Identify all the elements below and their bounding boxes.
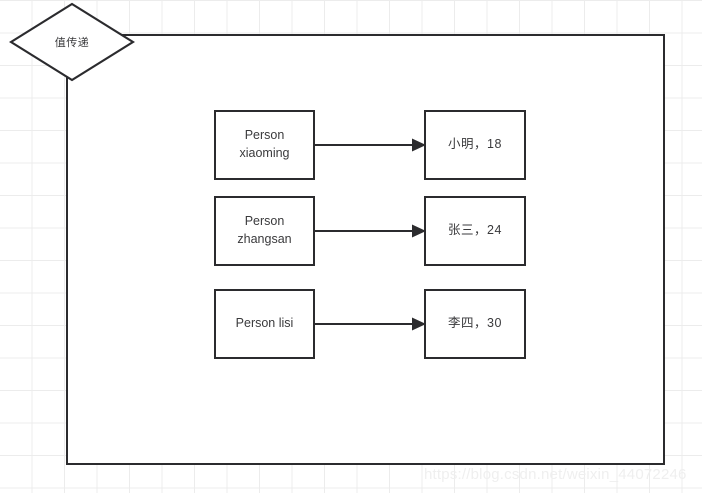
- source-node[interactable]: Person zhangsan: [214, 196, 315, 266]
- main-container: [66, 34, 665, 465]
- watermark-text: https://blog.csdn.net/weixin_44072246: [424, 466, 687, 483]
- target-node[interactable]: 李四，30: [424, 289, 526, 359]
- target-node-line-1: 李四，30: [448, 316, 502, 331]
- arrow-right-icon: [314, 224, 426, 238]
- target-node-line-1: 小明，18: [448, 137, 502, 152]
- target-node-line-1: 张三，24: [448, 223, 502, 238]
- source-node-line-2: xiaoming: [239, 146, 290, 160]
- source-node[interactable]: Person lisi: [214, 289, 315, 359]
- diamond-shape-icon: [9, 2, 135, 82]
- source-node-line-1: Person: [244, 214, 285, 229]
- source-node-line-1: Person: [244, 128, 285, 143]
- decision-node[interactable]: 值传递: [9, 2, 135, 82]
- target-node[interactable]: 张三，24: [424, 196, 526, 266]
- arrow-right-icon: [314, 138, 426, 152]
- source-node[interactable]: Person xiaoming: [214, 110, 315, 180]
- arrow-right-icon: [314, 317, 426, 331]
- source-node-line-1: Person lisi: [235, 316, 294, 331]
- target-node[interactable]: 小明，18: [424, 110, 526, 180]
- source-node-line-2: zhangsan: [237, 232, 292, 246]
